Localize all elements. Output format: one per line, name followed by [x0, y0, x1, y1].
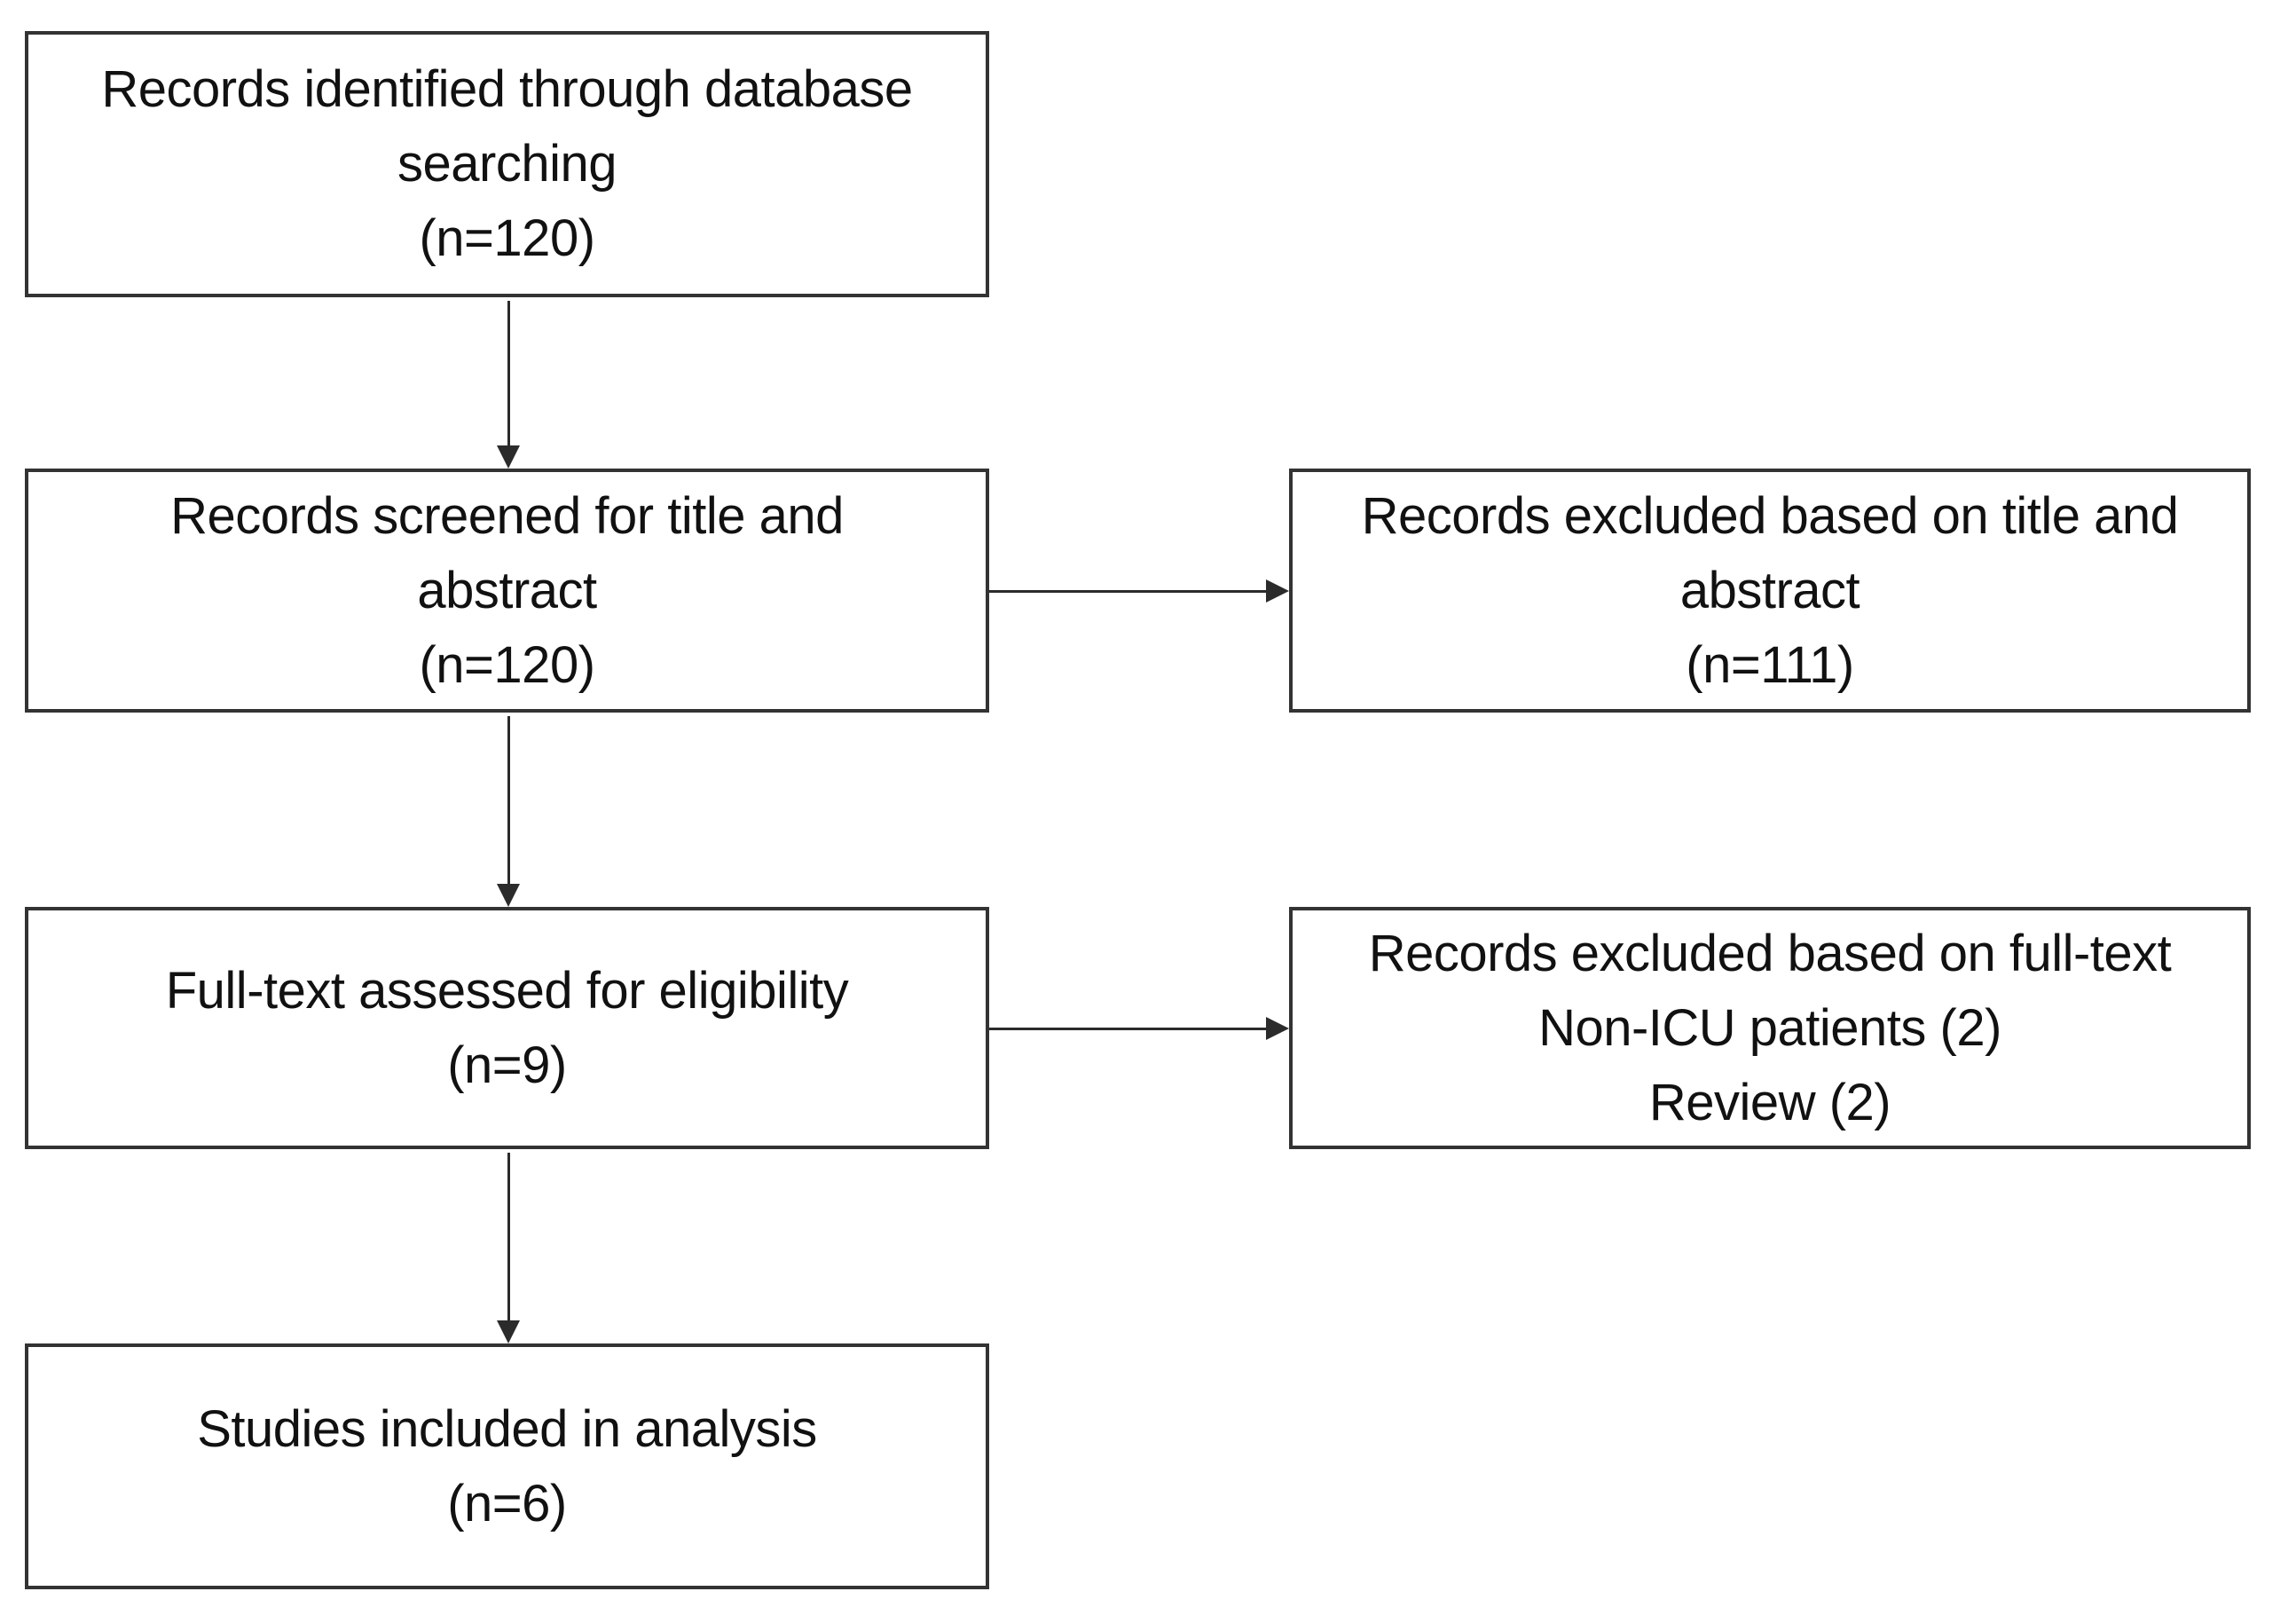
- arrow-screened-to-excluded-title: [989, 579, 1289, 603]
- box-line: Records identified through database: [101, 60, 913, 118]
- box-records-screened: Records screened for title and abstract …: [25, 469, 989, 713]
- arrow-fulltext-to-excluded-fulltext: [989, 1016, 1289, 1041]
- arrow-down-head: [497, 1320, 520, 1343]
- box-line: (n=120): [419, 635, 595, 694]
- box-line: (n=111): [1686, 635, 1854, 694]
- arrow-right-head: [1266, 579, 1289, 603]
- arrow-right-head: [1266, 1017, 1289, 1040]
- arrow-stem: [507, 1153, 510, 1320]
- box-line: Studies included in analysis: [197, 1399, 817, 1458]
- box-records-excluded-title-abstract: Records excluded based on title and abst…: [1289, 469, 2251, 713]
- box-line: Review (2): [1648, 1073, 1891, 1131]
- box-line: (n=120): [419, 209, 595, 267]
- box-line: Records excluded based on title and: [1361, 486, 2179, 545]
- box-line: Records excluded based on full-text: [1368, 924, 2172, 982]
- arrow-stem: [507, 301, 510, 445]
- arrow-stem: [989, 589, 1266, 593]
- box-line: (n=6): [447, 1474, 567, 1532]
- box-line: searching: [397, 135, 617, 193]
- box-records-excluded-full-text: Records excluded based on full-text Non-…: [1289, 907, 2251, 1149]
- box-full-text-assessed: Full-text assessed for eligibility (n=9): [25, 907, 989, 1149]
- arrow-stem: [989, 1027, 1266, 1030]
- box-line: Full-text assessed for eligibility: [165, 961, 849, 1020]
- box-line: (n=9): [447, 1036, 567, 1094]
- box-studies-included: Studies included in analysis (n=6): [25, 1343, 989, 1589]
- box-line: abstract: [417, 561, 597, 619]
- arrow-stem: [507, 716, 510, 884]
- box-line: abstract: [1679, 561, 1860, 619]
- box-records-identified: Records identified through database sear…: [25, 31, 989, 297]
- arrow-down-head: [497, 445, 520, 469]
- arrow-identified-to-screened: [496, 301, 521, 469]
- box-line: Non-ICU patients (2): [1538, 998, 2001, 1057]
- arrow-fulltext-to-included: [496, 1153, 521, 1343]
- arrow-down-head: [497, 884, 520, 907]
- box-line: Records screened for title and: [170, 486, 844, 545]
- arrow-screened-to-fulltext: [496, 716, 521, 907]
